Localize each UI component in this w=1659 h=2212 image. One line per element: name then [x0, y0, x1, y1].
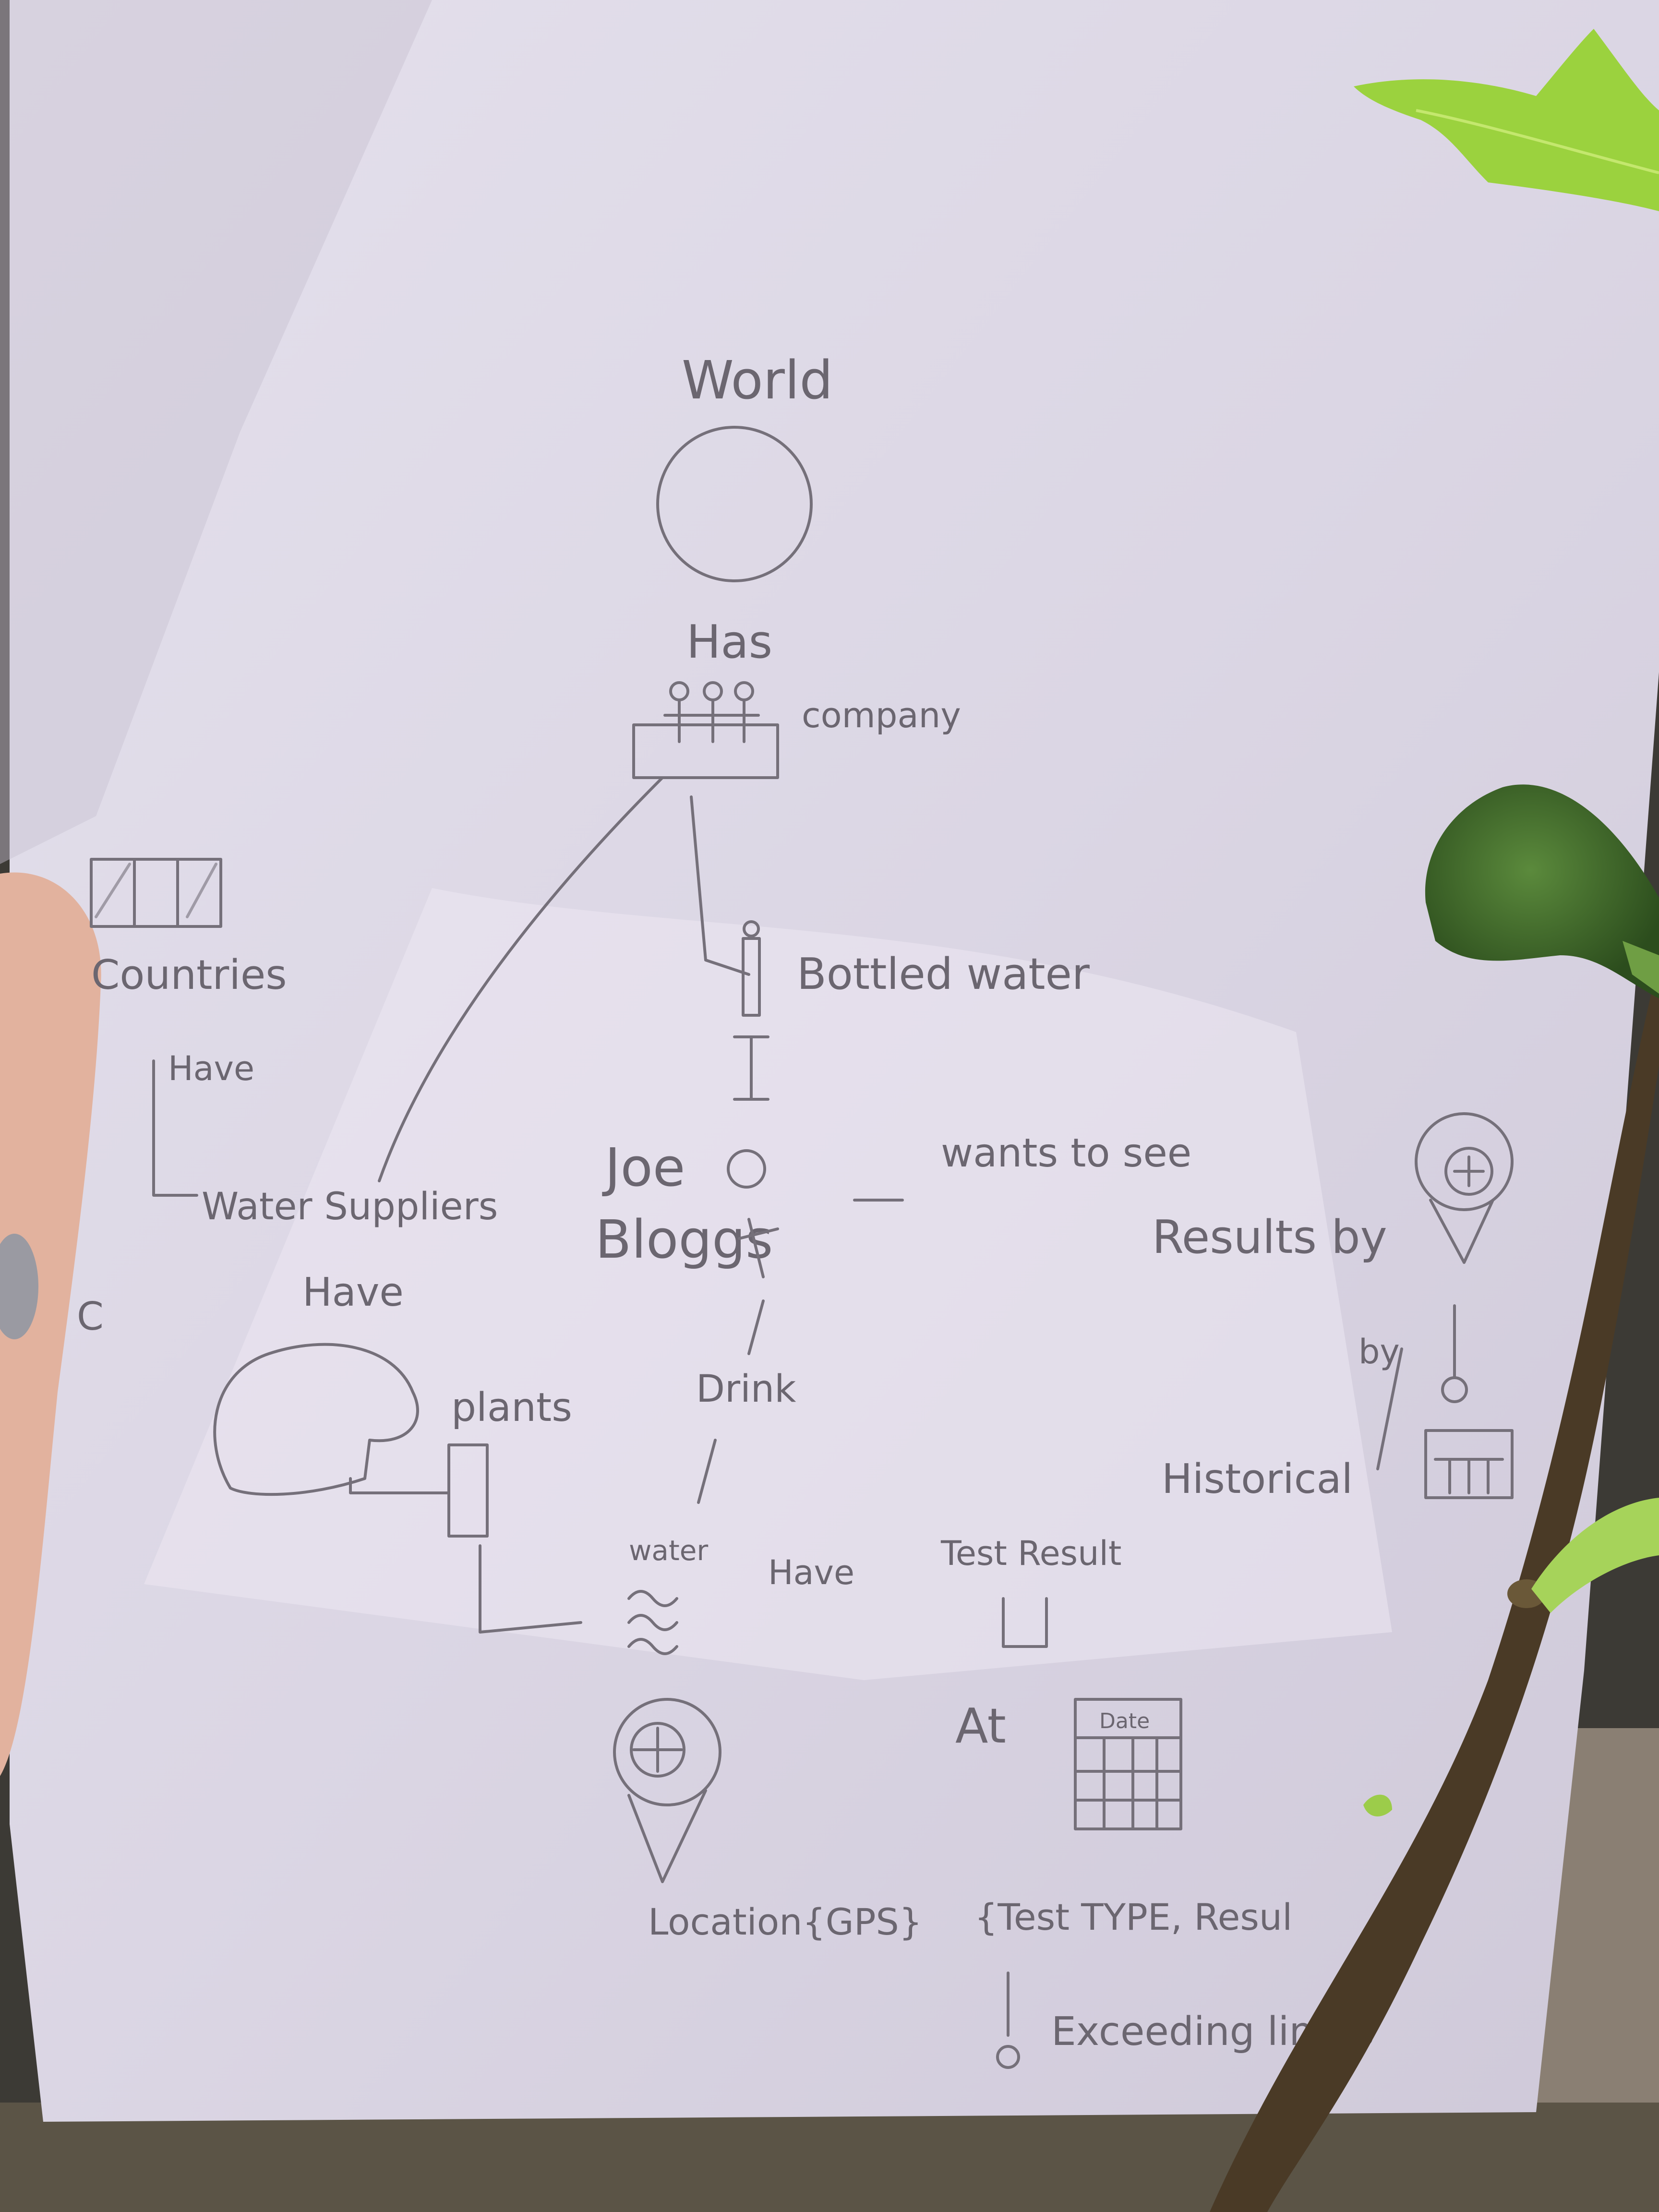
plant-building-icon [349, 1443, 489, 1538]
calendar-icon [1424, 1429, 1514, 1499]
connector-line [479, 1544, 582, 1634]
bloggs-label: Bloggs [595, 1209, 773, 1270]
wants-to-see-label: wants to see [941, 1130, 1191, 1176]
young-leaf [1531, 1498, 1659, 1613]
leaf-bud [1363, 1794, 1392, 1816]
connector-line [378, 776, 664, 1182]
drink-label: Drink [696, 1368, 796, 1411]
fig-plant [1210, 29, 1659, 2212]
beaker-icon [1002, 1597, 1048, 1648]
leaf-vein [1416, 109, 1659, 174]
connector-line [690, 795, 750, 976]
fig-leaf [1354, 29, 1659, 211]
company-label: company [802, 695, 961, 735]
test-result-label: Test Result [940, 1534, 1121, 1573]
plants-label: plants [451, 1385, 572, 1431]
connector-line [152, 1059, 198, 1197]
countries-flag-icon [90, 858, 222, 928]
date-label: Date [1099, 1709, 1150, 1733]
water-waves-icon [627, 1590, 678, 1655]
have-label-1: Have [168, 1049, 254, 1088]
ring [0, 1234, 38, 1339]
exclamation-icon [996, 1972, 1020, 2069]
company-icon [632, 681, 779, 779]
by-label: by [1358, 1332, 1400, 1371]
at-label: At [955, 1698, 1006, 1754]
floor [0, 2103, 1659, 2212]
historical-label: Historical [1162, 1455, 1353, 1503]
test-type-result-label: {Test TYPE, Resul [974, 1896, 1292, 1938]
have-label-3: Have [768, 1553, 854, 1592]
world-label: World [682, 349, 833, 411]
location-pin-icon [1415, 1112, 1514, 1264]
fig-fruit [1425, 784, 1659, 998]
water-label: water [629, 1534, 708, 1567]
cloud-shape [213, 1343, 419, 1496]
sunlight-patch [144, 888, 1392, 1680]
location-gps-label: Location{GPS} [648, 1900, 922, 1943]
has-label: Has [686, 616, 772, 669]
water-suppliers-label: Water Suppliers [202, 1185, 498, 1228]
connector-line [747, 1299, 765, 1355]
smiley-face-icon [727, 1149, 766, 1189]
shadow [0, 0, 432, 864]
countries-label: Countries [91, 951, 287, 999]
results-by-label: Results by [1152, 1211, 1387, 1264]
sketch-diagram: World Has company Bottled water [77, 349, 1514, 2069]
connector-line [1376, 1347, 1403, 1470]
fig-stem [1623, 941, 1659, 994]
have-label-2: Have [302, 1270, 404, 1315]
hand [0, 872, 101, 1776]
thermometer-icon [1441, 1304, 1468, 1403]
world-globe-icon [656, 426, 813, 582]
stick-figure-icon [738, 1218, 779, 1278]
location-pin-icon-bottom [613, 1698, 721, 1883]
joe-label: Joe [602, 1137, 685, 1198]
stray-mark: C [77, 1294, 104, 1339]
date-calendar-icon [1074, 1698, 1182, 1830]
connector-line [697, 1439, 717, 1504]
bottled-water-label: Bottled water [797, 949, 1090, 999]
bottle-icon [733, 920, 769, 1101]
